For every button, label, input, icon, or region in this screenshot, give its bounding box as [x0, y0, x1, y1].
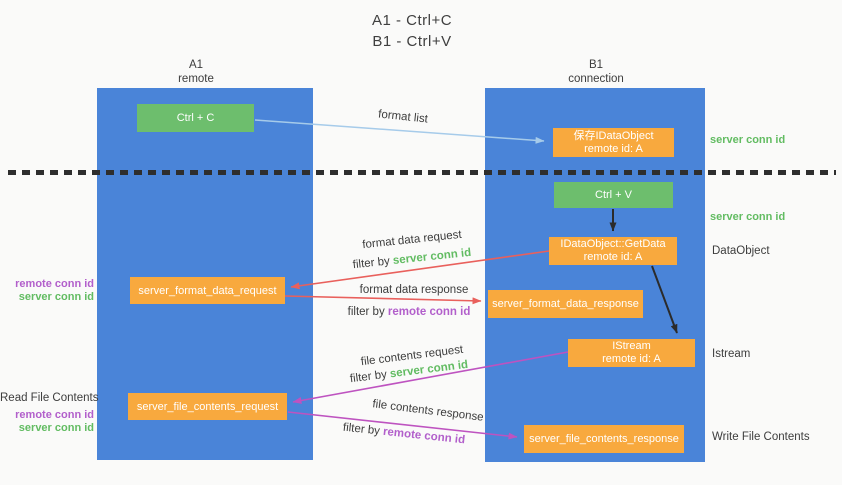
server-format-data-response-box: server_format_data_response [488, 290, 643, 318]
server-conn-id-text: server conn id [392, 246, 472, 267]
filter-by-text: filter by [349, 368, 388, 386]
remote-conn-id-label: remote conn id [15, 409, 94, 421]
lane-a1-subtitle: remote [178, 73, 214, 85]
filter-by-text: filter by [342, 421, 381, 438]
ctrl-c-label: Ctrl + C [176, 112, 215, 124]
server-file-contents-request-label: server_file_contents_request [136, 400, 279, 413]
server-format-data-request-label: server_format_data_request [138, 284, 277, 297]
remote-conn-id-text: remote conn id [382, 425, 466, 447]
file-contents-response-label: file contents response [372, 398, 485, 424]
format-data-response-arrow [284, 295, 482, 305]
save-idataobject-line2: remote id: A [584, 142, 643, 155]
istream-line1: IStream [612, 340, 651, 352]
ctrl-v-box: Ctrl + V [554, 182, 673, 208]
lane-b1-title: B1 [588, 59, 604, 71]
istream-box: IStream remote id: A [568, 339, 695, 367]
idataobject-getdata-line1: IDataObject::GetData [560, 238, 666, 250]
server-format-data-request-box: server_format_data_request [130, 277, 285, 304]
title-line-2: B1 - Ctrl+V [372, 33, 452, 50]
idataobject-getdata-box: IDataObject::GetData remote id: A [549, 237, 677, 265]
ctrl-v-label: Ctrl + V [595, 189, 632, 201]
format-data-response-label: format data response [360, 284, 469, 296]
filter-by-text: filter by [347, 306, 385, 318]
dataobject-label: DataObject [712, 245, 770, 257]
filter-by-remote-conn-id-label-2: filter by remote conn id [342, 422, 465, 447]
format-list-text: format list [377, 108, 429, 126]
lane-a1-header: A1 remote [136, 58, 256, 86]
server-conn-id-label-top: server conn id [710, 134, 786, 146]
ctrl-c-box: Ctrl + C [137, 104, 254, 132]
save-idataobject-box: 保存IDataObject remote id: A [553, 128, 674, 157]
server-format-data-response-label: server_format_data_response [492, 298, 639, 310]
istream-line2: remote id: A [602, 353, 661, 365]
filter-by-remote-conn-id-label-1: filter by remote conn id [348, 306, 471, 318]
left-conn-id-group-1: remote conn id server conn id [0, 278, 94, 304]
divider-dashed-line [8, 170, 836, 175]
lane-a1-title: A1 [188, 59, 204, 71]
filter-by-server-conn-id-label-1: filter by server conn id [352, 247, 472, 271]
left-read-file-group: Read File Contents remote conn id server… [0, 392, 99, 435]
file-contents-response-text: file contents response [371, 398, 485, 424]
server-file-contents-response-box: server_file_contents_response [524, 425, 684, 453]
remote-conn-id-label: remote conn id [15, 278, 94, 290]
format-data-response-text: format data response [359, 284, 469, 296]
title-line-1: A1 - Ctrl+C [371, 12, 453, 29]
diagram-title: A1 - Ctrl+C B1 - Ctrl+V [312, 10, 512, 52]
read-file-contents-label: Read File Contents [0, 392, 99, 404]
lane-b1-header: B1 connection [536, 58, 656, 86]
remote-conn-id-text: remote conn id [387, 306, 471, 318]
lane-b1-subtitle: connection [568, 73, 624, 85]
format-data-request-text: format data request [361, 228, 463, 252]
server-conn-id-label: server conn id [18, 422, 94, 434]
server-file-contents-response-label: server_file_contents_response [529, 433, 679, 445]
istream-side-label: Istream [712, 348, 751, 360]
format-list-label: format list [378, 108, 429, 125]
idataobject-getdata-line2: remote id: A [583, 251, 643, 263]
server-conn-id-label: server conn id [18, 291, 94, 303]
server-conn-id-label-mid: server conn id [710, 211, 786, 223]
write-file-contents-label: Write File Contents [712, 431, 810, 443]
save-idataobject-line1: 保存IDataObject [573, 129, 654, 142]
filter-by-text: filter by [352, 255, 391, 272]
format-data-request-label: format data request [362, 229, 462, 251]
server-file-contents-request-box: server_file_contents_request [128, 393, 287, 420]
